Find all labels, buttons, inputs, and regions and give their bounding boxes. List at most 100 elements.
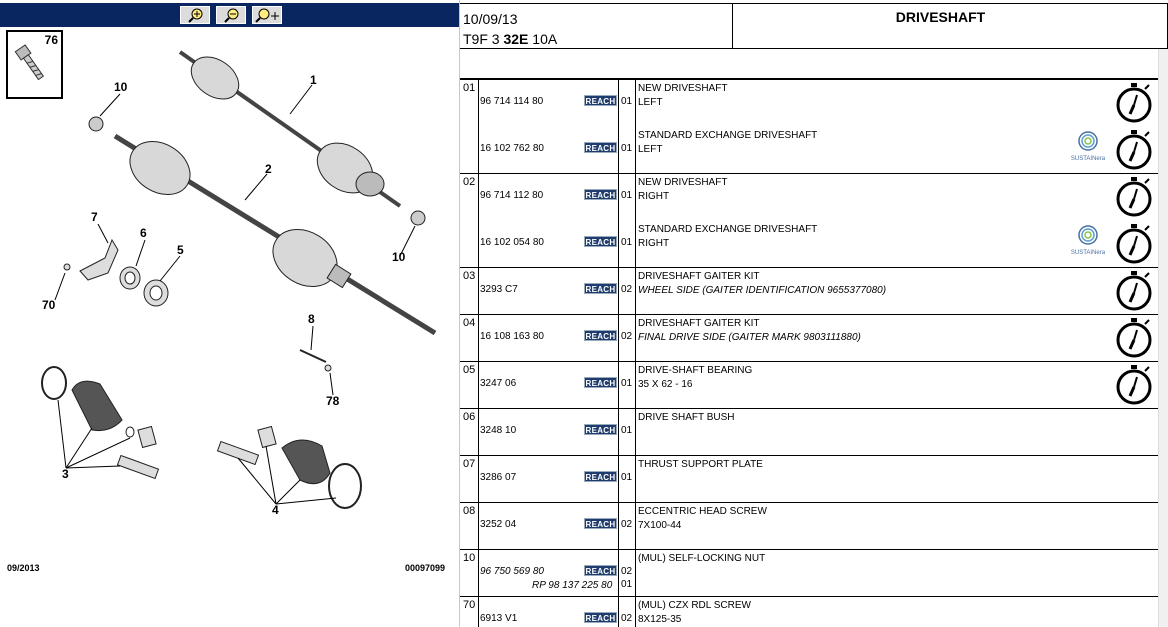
- callout-7[interactable]: 7: [91, 210, 98, 224]
- item-number: 70: [463, 599, 476, 611]
- quantity: 02: [621, 613, 633, 624]
- reach-badge[interactable]: REACH: [584, 95, 617, 106]
- part-number[interactable]: 3293 C7: [480, 284, 518, 295]
- item-number: 04: [463, 317, 476, 329]
- part-number[interactable]: 96 714 114 80: [480, 96, 544, 107]
- part-number[interactable]: 3252 04: [480, 519, 517, 530]
- page-title: DRIVESHAFT: [895, 9, 986, 25]
- reach-badge[interactable]: REACH: [584, 565, 617, 576]
- callout-3[interactable]: 3: [62, 467, 69, 481]
- exploded-parts-diagram: [41, 50, 437, 509]
- diagram-pane: 76: [0, 0, 460, 627]
- item-number: 05: [463, 364, 476, 376]
- quantity: 01: [621, 143, 633, 154]
- callout-10-right[interactable]: 10: [392, 250, 406, 264]
- parts-row-07[interactable]: 07 3286 07 REACH 01 THRUST SUPPORT PLATE: [460, 455, 1159, 502]
- callout-1[interactable]: 1: [310, 73, 317, 87]
- part-number[interactable]: 6913 V1: [480, 613, 518, 624]
- header-spacer: [460, 49, 1158, 79]
- labour-time-stopwatch-icon[interactable]: [1114, 364, 1154, 411]
- zoom-in-icon: [188, 8, 203, 23]
- reach-badge[interactable]: REACH: [584, 283, 617, 294]
- part-number[interactable]: 3286 07: [480, 472, 517, 483]
- item-number: 10: [463, 552, 476, 564]
- part-number[interactable]: 3247 06: [480, 378, 517, 389]
- header-vehicle-code: T9F 3 32E 10A: [463, 31, 557, 47]
- labour-time-stopwatch-icon[interactable]: [1114, 82, 1154, 129]
- part-number[interactable]: 16 102 054 80: [480, 237, 544, 248]
- callout-6[interactable]: 6: [140, 226, 147, 240]
- reach-badge[interactable]: REACH: [584, 377, 617, 388]
- quantity: 02: [621, 284, 633, 295]
- driveshaft-2-drawing: [113, 133, 437, 336]
- zoom-out-button[interactable]: [216, 6, 246, 24]
- callout-2[interactable]: 2: [265, 162, 272, 176]
- quantity: 01: [621, 237, 633, 248]
- callout-5[interactable]: 5: [177, 243, 184, 257]
- zoom-pan-icon: [255, 8, 279, 23]
- header-date: 10/09/13: [463, 11, 518, 27]
- quantity: 02: [621, 331, 633, 342]
- item-number: 03: [463, 270, 476, 282]
- sustainera-logo: SUSTAINera: [1068, 131, 1108, 162]
- reach-badge[interactable]: REACH: [584, 236, 617, 247]
- labour-time-stopwatch-icon[interactable]: [1114, 176, 1154, 223]
- reach-badge[interactable]: REACH: [584, 612, 617, 623]
- zoom-toolbar: [0, 3, 459, 27]
- reach-badge[interactable]: REACH: [584, 330, 617, 341]
- labour-time-stopwatch-icon[interactable]: [1114, 223, 1154, 270]
- part-number[interactable]: 16 108 163 80: [480, 331, 544, 342]
- part-number[interactable]: 16 102 762 80: [480, 143, 544, 154]
- quantity: 01: [621, 378, 633, 389]
- labour-time-stopwatch-icon[interactable]: [1114, 270, 1154, 317]
- part-description: DRIVE SHAFT BUSH: [638, 412, 735, 423]
- callout-70[interactable]: 70: [42, 298, 56, 312]
- callout-78[interactable]: 78: [326, 394, 340, 408]
- reach-badge[interactable]: REACH: [584, 424, 617, 435]
- vertical-scrollbar[interactable]: [1158, 49, 1168, 627]
- code-prefix: T9F 3: [463, 31, 500, 47]
- replacement-quantity: 01: [621, 579, 633, 590]
- reach-badge[interactable]: REACH: [584, 518, 617, 529]
- reach-badge[interactable]: REACH: [584, 142, 617, 153]
- callout-4[interactable]: 4: [272, 503, 279, 517]
- part-number[interactable]: 96 714 112 80: [480, 190, 544, 201]
- gaiter-kit-3-drawing: [41, 366, 160, 480]
- reach-badge[interactable]: REACH: [584, 471, 617, 482]
- labour-time-stopwatch-icon[interactable]: [1114, 317, 1154, 364]
- sustainera-logo: SUSTAINera: [1068, 225, 1108, 256]
- item-number: 07: [463, 458, 476, 470]
- thumbnail-part-76[interactable]: 76: [6, 30, 63, 99]
- quantity: 01: [621, 472, 633, 483]
- parts-header: 10/09/13 T9F 3 32E 10A DRIVESHAFT: [460, 3, 1168, 49]
- part-number[interactable]: 96 750 569 80: [480, 566, 544, 577]
- replacement-part-number[interactable]: RP 98 137 225 80: [532, 580, 613, 591]
- leader-lines: [54, 84, 416, 505]
- labour-time-stopwatch-icon[interactable]: [1114, 129, 1154, 176]
- small-parts-drawing: [63, 238, 332, 372]
- quantity: 01: [621, 190, 633, 201]
- diagram-date: 09/2013: [7, 563, 40, 573]
- callout-8[interactable]: 8: [308, 312, 315, 326]
- callout-10-left[interactable]: 10: [114, 80, 128, 94]
- part-number[interactable]: 3248 10: [480, 425, 517, 436]
- reach-badge[interactable]: REACH: [584, 189, 617, 200]
- zoom-in-button[interactable]: [180, 6, 210, 24]
- zoom-pan-button[interactable]: [252, 6, 282, 24]
- quantity: 01: [621, 96, 633, 107]
- part-description: THRUST SUPPORT PLATE: [638, 459, 763, 470]
